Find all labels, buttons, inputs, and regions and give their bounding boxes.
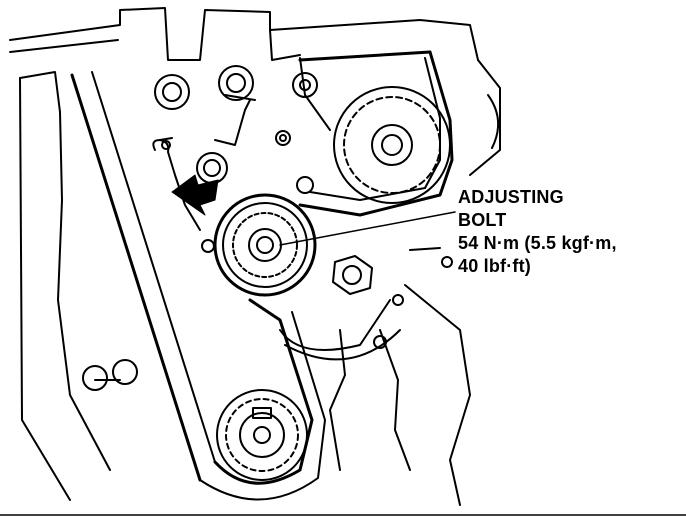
camshaft-pulley [275, 72, 451, 204]
tensioner-pulley [201, 193, 317, 297]
crankshaft-pulley [216, 389, 308, 481]
callout-title-line1: ADJUSTING [458, 187, 564, 207]
torque-spec-line1: 54 N·m (5.5 kgf·m, [458, 233, 617, 253]
adjusting-bolt-callout: ADJUSTING BOLT 54 N·m (5.5 kgf·m, 40 lbf… [458, 186, 678, 278]
upper-bolts [154, 65, 254, 184]
callout-title-line2: BOLT [458, 210, 507, 230]
hex-nut [332, 255, 373, 295]
direction-arrow-icon [171, 174, 219, 216]
tensioner-spring [152, 137, 201, 231]
callout-leader-line [279, 211, 456, 246]
block-features [82, 247, 453, 391]
torque-spec-line2: 40 lbf·ft) [458, 256, 531, 276]
engine-block-outline [9, 7, 501, 506]
